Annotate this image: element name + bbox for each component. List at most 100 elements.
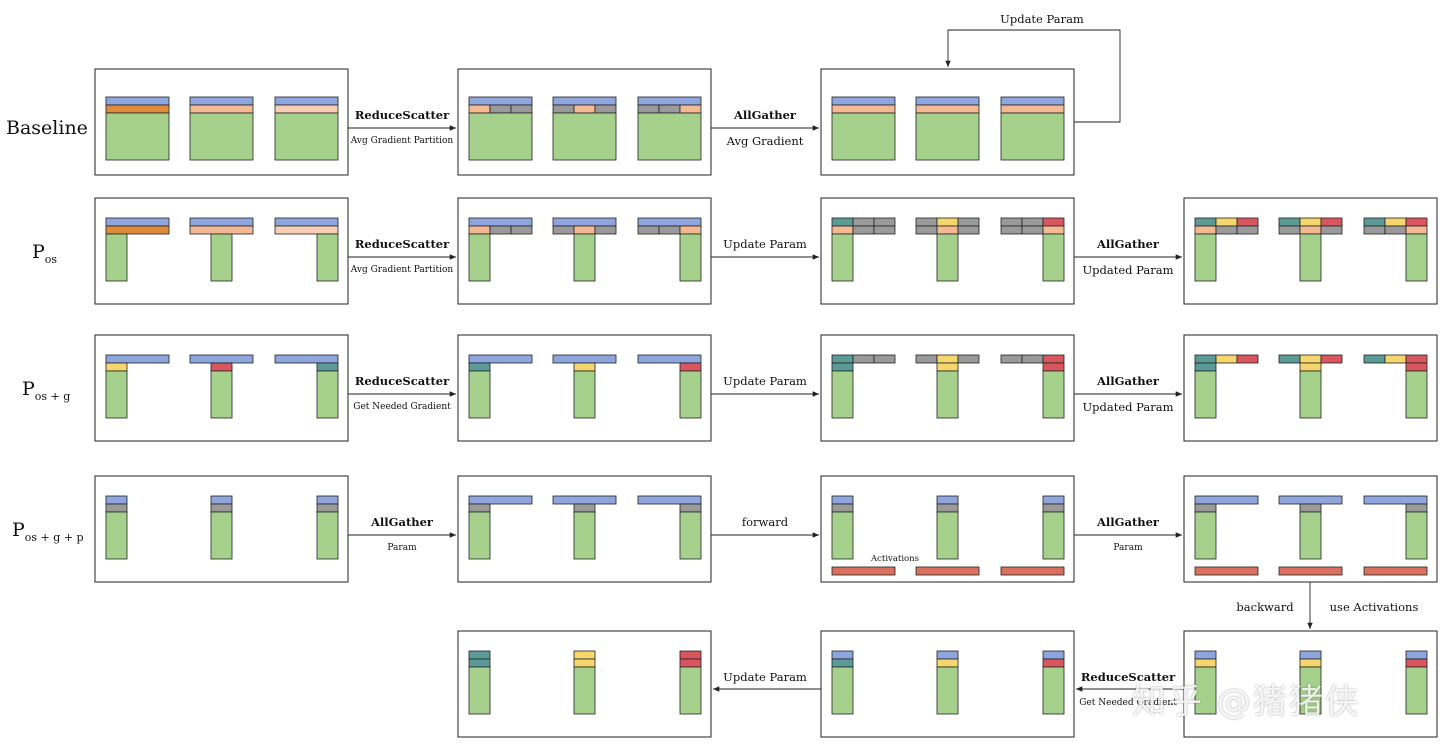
gradient-block — [936, 362, 959, 372]
param-block — [1278, 354, 1301, 364]
param-block — [1000, 217, 1023, 227]
gradient-block — [468, 503, 491, 513]
gradient-block — [1000, 225, 1023, 235]
row-label-posg: Pos + g — [22, 379, 70, 407]
param-block — [1236, 354, 1259, 364]
param-block — [316, 495, 339, 505]
param-block — [1320, 354, 1343, 364]
gradient-block — [1299, 225, 1322, 235]
param-block — [915, 354, 938, 364]
param-block — [957, 217, 980, 227]
stage-box — [1183, 197, 1438, 305]
gpu-label: gpu2 — [1015, 74, 1047, 92]
param-block — [637, 354, 702, 364]
optimizer-state-block — [1194, 511, 1217, 560]
param-block — [637, 495, 702, 505]
gradient-block — [510, 225, 533, 235]
gradient-block — [274, 104, 339, 114]
gradient-block — [957, 225, 980, 235]
optimizer-state-block — [831, 666, 854, 715]
gradient-block — [210, 503, 233, 513]
optimizer-state-block — [1299, 511, 1322, 560]
gradient-block — [852, 225, 875, 235]
gradient-block — [1405, 503, 1428, 513]
label-backward: backward — [1236, 600, 1294, 614]
param-block — [468, 495, 533, 505]
label-updated-param: Updated Param — [1082, 400, 1174, 414]
param-block — [1194, 650, 1217, 660]
param-block — [936, 650, 959, 660]
param-block — [1278, 495, 1343, 505]
param-block — [831, 354, 854, 364]
gradient-block — [1405, 225, 1428, 235]
param-block — [1405, 354, 1428, 364]
optimizer-state-block — [936, 511, 959, 560]
gpu-label: gpu0 — [121, 74, 153, 92]
param-block — [679, 650, 702, 660]
gradient-block — [936, 658, 959, 668]
stage-box — [820, 334, 1075, 442]
gradient-block — [594, 225, 617, 235]
label-all-gather: AllGather — [734, 108, 796, 122]
optimizer-state-block — [1299, 233, 1322, 282]
row-label-posg-sub: os + g — [34, 389, 71, 403]
optimizer-state-block — [936, 233, 959, 282]
label-reduce-scatter: ReduceScatter — [354, 374, 450, 388]
gradient-block — [936, 225, 959, 235]
gradient-block — [679, 104, 702, 114]
optimizer-state-block — [573, 370, 596, 419]
gradient-block — [489, 225, 512, 235]
gradient-block — [1042, 503, 1065, 513]
param-block — [936, 495, 959, 505]
param-block — [105, 96, 170, 106]
row-label-posgp: Pos + g + p — [12, 520, 84, 548]
optimizer-state-block — [1042, 233, 1065, 282]
optimizer-state-block — [1042, 511, 1065, 560]
param-block — [1215, 354, 1238, 364]
optimizer-state-block — [915, 112, 980, 161]
gradient-block — [594, 104, 617, 114]
label-reduce-scatter: ReduceScatter — [354, 237, 450, 251]
activation-block — [1194, 566, 1259, 576]
stage-box — [1183, 334, 1438, 442]
optimizer-state-block — [936, 666, 959, 715]
param-block — [915, 217, 938, 227]
gpu-label: gpu1 — [931, 74, 963, 92]
gpu-label: gpu1 — [205, 74, 237, 92]
gradient-block — [831, 225, 854, 235]
param-block — [468, 650, 491, 660]
optimizer-state-block — [831, 112, 896, 161]
gradient-block — [105, 225, 170, 235]
optimizer-state-block — [573, 666, 596, 715]
param-block — [189, 354, 254, 364]
param-block — [1042, 495, 1065, 505]
activation-block — [1363, 566, 1428, 576]
gradient-block — [189, 104, 254, 114]
gradient-block — [831, 104, 896, 114]
gradient-block — [1363, 225, 1386, 235]
gradient-block — [1042, 225, 1065, 235]
gpu-label: gpu0 — [846, 74, 878, 92]
optimizer-state-block — [679, 511, 702, 560]
gradient-block — [1299, 658, 1322, 668]
param-block — [873, 217, 896, 227]
gpu-label: gpu2 — [289, 74, 321, 92]
gradient-block — [873, 225, 896, 235]
optimizer-state-block — [105, 370, 128, 419]
label-reduce-scatter: ReduceScatter — [354, 108, 450, 122]
optimizer-state-block — [1042, 370, 1065, 419]
label-reduce-scatter: ReduceScatter — [1080, 670, 1176, 684]
label-update-param: Update Param — [723, 374, 807, 388]
optimizer-state-block — [936, 370, 959, 419]
gradient-block — [679, 225, 702, 235]
param-block — [189, 217, 254, 227]
gradient-block — [573, 362, 596, 372]
optimizer-state-block — [105, 233, 128, 282]
gradient-block — [1405, 362, 1428, 372]
label-update-param: Update Param — [723, 237, 807, 251]
param-block — [1299, 354, 1322, 364]
label-all-gather: AllGather — [1097, 237, 1159, 251]
row-label-baseline: Baseline — [6, 117, 88, 139]
gradient-block — [105, 104, 170, 114]
